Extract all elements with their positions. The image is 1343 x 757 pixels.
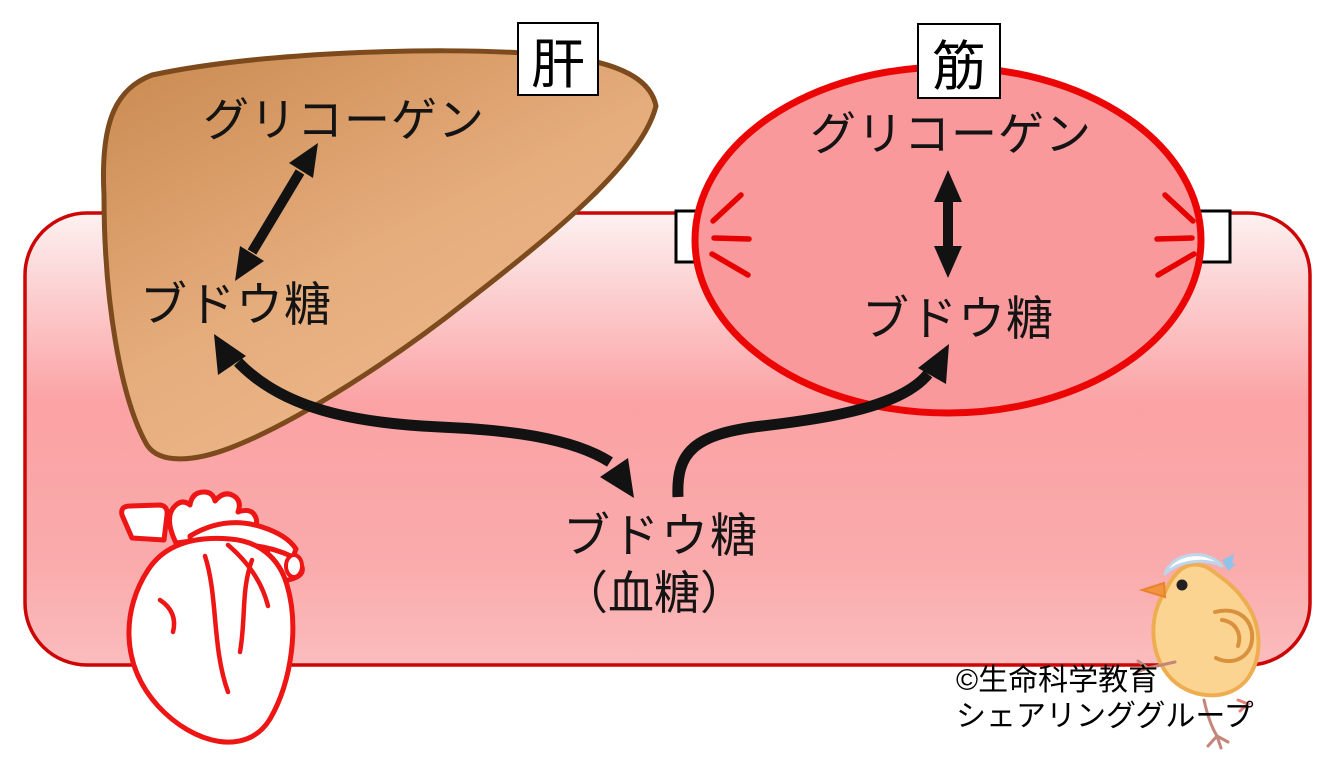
credit-line2: シェアリンググループ — [956, 700, 1254, 733]
liver-tag-label: 肝 — [531, 34, 585, 95]
muscle-glucose-label: ブドウ糖 — [862, 292, 1054, 345]
liver-glycogen-glucose-arrow — [235, 143, 318, 281]
muscle-tag: 筋 — [917, 23, 1001, 99]
liver-glycogen-label: グリコーゲン — [203, 94, 485, 146]
contraction-marks-left — [709, 192, 752, 278]
chick-icon — [1135, 553, 1261, 750]
muscle-glycogen-glucose-arrow — [934, 170, 962, 278]
liver-glucose-label: ブドウ糖 — [140, 278, 332, 331]
liver-blood-arrow — [214, 334, 634, 498]
blood-glucose-note-label: （血糖） — [562, 567, 746, 619]
credit-line1: ©生命科学教育 — [956, 664, 1159, 697]
muscle-tag-label: 筋 — [932, 36, 986, 97]
contraction-marks-right — [1154, 192, 1197, 278]
blood-glucose-label: ブドウ糖 — [563, 509, 759, 562]
liver-tag: 肝 — [517, 22, 599, 96]
blood-muscle-arrow — [672, 344, 949, 498]
muscle-glycogen-label: グリコーゲン — [810, 108, 1092, 160]
heart-icon — [119, 489, 305, 745]
